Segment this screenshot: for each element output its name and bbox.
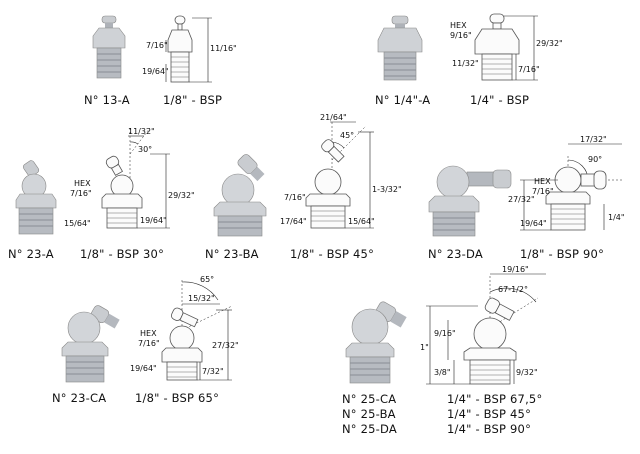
spec-23ca: 1/8" - BSP 65° <box>135 391 220 405</box>
dim-23a-thread-right: 19/64" <box>140 216 167 225</box>
label-23da-hex: HEX <box>534 177 551 186</box>
dim-25-thread-left: 3/8" <box>434 368 451 377</box>
dim-23a-hex: 7/16" <box>70 189 92 198</box>
code-25ca: N° 25-CA <box>342 392 397 406</box>
dim-13a-height: 11/16" <box>210 44 237 53</box>
dim-14a-thread-right: 7/16" <box>518 65 540 74</box>
dim-13a-hex: 7/16" <box>146 41 168 50</box>
dim-23ba-thread-left: 17/64" <box>280 217 307 226</box>
label-14a-hex: HEX <box>450 21 467 30</box>
dim-23da-height: 27/32" <box>508 195 535 204</box>
fitting-23a-photo <box>15 160 57 235</box>
dim-13a-thread: 19/64" <box>142 67 169 76</box>
dim-23ca-top: 15/32" <box>188 294 215 303</box>
dim-23ba-angle: 45° <box>340 131 354 140</box>
dim-23a-top: 11/32" <box>128 127 155 136</box>
spec-25ca: 1/4" - BSP 67,5° <box>447 392 543 406</box>
code-23ba: N° 23-BA <box>205 247 259 261</box>
dim-23ba-hex: 7/16" <box>284 193 306 202</box>
dim-25-thread-right: 9/32" <box>516 368 538 377</box>
fitting-23a-drawing: 11/32" 30° HEX 7/16" 29/32" 15/64" 19/64… <box>64 127 195 229</box>
fitting-23ba-drawing: 21/64" 45° 7/16" 1-3/32" 17/64" 15/64" <box>280 113 402 229</box>
spec-23da: 1/8" - BSP 90° <box>520 247 605 261</box>
dim-14a-thread-left: 11/32" <box>452 59 479 68</box>
dim-25-height: 1" <box>420 343 429 352</box>
dim-23a-thread-left: 15/64" <box>64 219 91 228</box>
fitting-14a-drawing: HEX 9/16" 29/32" 11/32" 7/16" <box>450 13 563 81</box>
code-13a: N° 13-A <box>84 93 130 107</box>
dim-23a-height: 29/32" <box>168 191 195 200</box>
spec-23a: 1/8" - BSP 30° <box>80 247 165 261</box>
fitting-13a-photo <box>92 15 126 79</box>
spec-14a: 1/4" - BSP <box>470 93 530 107</box>
fitting-25-drawing: 19/16" 67-1/2° 9/16" 1" 3/8" 9/32" <box>420 265 546 385</box>
dim-14a-height: 29/32" <box>536 39 563 48</box>
code-25ba: N° 25-BA <box>342 407 396 421</box>
fitting-23ba-photo <box>213 154 267 237</box>
dim-23ca-angle: 65° <box>200 275 214 284</box>
spec-25da: 1/4" - BSP 90° <box>447 422 532 436</box>
code-23ca: N° 23-CA <box>52 391 107 405</box>
dim-23ca-thread-left: 19/64" <box>130 364 157 373</box>
dim-23da-top: 17/32" <box>580 135 607 144</box>
code-14a: N° 1/4"-A <box>375 93 431 107</box>
dim-23da-thread-left: 19/64" <box>520 219 547 228</box>
dim-14a-hex: 9/16" <box>450 31 472 40</box>
dim-23ba-height: 1-3/32" <box>372 185 402 194</box>
fitting-14a-photo <box>377 15 423 81</box>
dim-23ca-height: 27/32" <box>212 341 239 350</box>
dim-23a-angle: 30° <box>138 145 152 154</box>
dim-23ca-thread-right: 7/32" <box>202 367 224 376</box>
code-25da: N° 25-DA <box>342 422 397 436</box>
dim-23da-angle: 90° <box>588 155 602 164</box>
fitting-23ca-photo <box>61 305 120 383</box>
code-23a: N° 23-A <box>8 247 54 261</box>
dim-23da-hex: 7/16" <box>532 187 554 196</box>
dim-23da-thread-right: 1/4" <box>608 213 625 222</box>
dim-25-top: 19/16" <box>502 265 529 274</box>
label-23a-hex: HEX <box>74 179 91 188</box>
dim-25-angle: 67-1/2° <box>498 285 528 294</box>
fitting-23da-drawing: 17/32" 90° HEX 7/16" 27/32" 19/64" 1/4" <box>508 135 625 231</box>
fitting-23da-photo <box>428 165 512 237</box>
dim-23ba-thread-right: 15/64" <box>348 217 375 226</box>
spec-25ba: 1/4" - BSP 45° <box>447 407 532 421</box>
dim-23ca-hex: 7/16" <box>138 339 160 348</box>
spec-13a: 1/8" - BSP <box>163 93 223 107</box>
fitting-23ca-drawing: 65° 15/32" HEX 7/16" 27/32" 19/64" 7/32" <box>130 275 239 381</box>
spec-23ba: 1/8" - BSP 45° <box>290 247 375 261</box>
fitting-13a-drawing: 7/16" 11/16" 19/64" <box>142 15 237 83</box>
dim-25-hex: 9/16" <box>434 329 456 338</box>
label-23ca-hex: HEX <box>140 329 157 338</box>
code-23da: N° 23-DA <box>428 247 483 261</box>
fitting-25-photo <box>345 301 407 384</box>
dim-23ba-top: 21/64" <box>320 113 347 122</box>
